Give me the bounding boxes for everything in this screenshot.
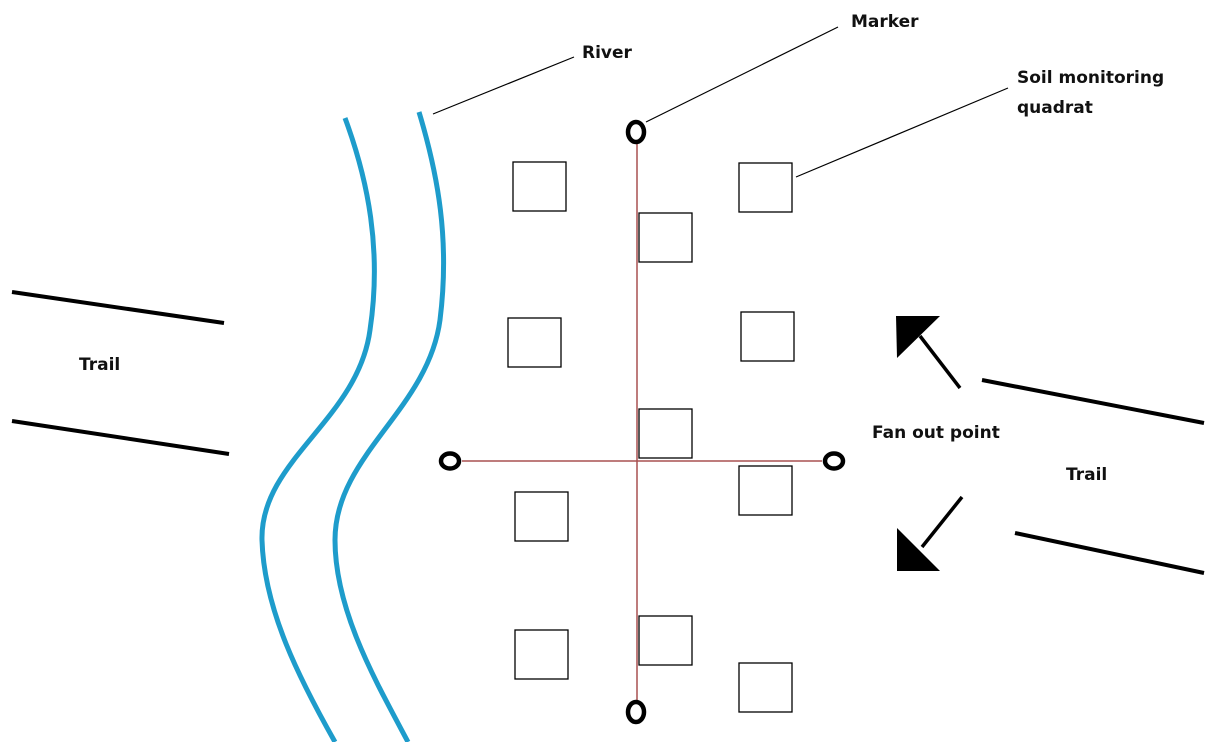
fan-out-arrow-up [896,316,962,390]
transects [462,143,822,703]
ring-marker-icon [625,119,647,145]
quadrat [507,317,562,368]
leader-lines [432,26,1009,178]
markers [438,119,846,725]
trail-left-edge-bottom [11,419,230,456]
quadrats [507,161,795,713]
trail-left [11,290,230,456]
trail-right-edge-top [981,378,1205,425]
arrow-icon [897,528,940,571]
quadrat [638,212,693,263]
fan-out-label: Fan out point [872,423,1000,443]
quadrat [738,162,793,213]
trail-right [981,378,1205,575]
ring-marker-icon [438,451,462,471]
quadrat [740,311,795,362]
trail-right-label: Trail [1066,465,1107,485]
ring-marker-icon [625,699,647,725]
river-bank-left [259,117,377,742]
river [259,111,447,742]
quadrat [638,615,693,666]
marker-label: Marker [851,12,919,32]
quadrat-label-line1: Soil monitoring [1017,68,1164,88]
quadrat-leader [795,87,1009,178]
river-label: River [582,43,633,63]
quadrat [514,491,569,542]
quadrat [512,161,567,212]
marker-leader [645,26,839,123]
fan-out-arrow-down [897,495,964,571]
trail-left-edge-top [11,290,225,325]
arrow-icon [896,316,940,358]
quadrat [738,662,793,713]
quadrat [638,408,693,459]
quadrat-label-line2: quadrat [1017,98,1093,118]
quadrat [514,629,569,680]
ring-marker-icon [822,451,846,471]
arrow-shaft [918,334,962,390]
quadrat [738,465,793,516]
arrow-shaft [920,495,964,549]
river-bank-right [332,111,447,742]
trail-right-edge-bottom [1014,531,1205,575]
trail-left-label: Trail [79,355,120,375]
river-leader [432,56,575,115]
